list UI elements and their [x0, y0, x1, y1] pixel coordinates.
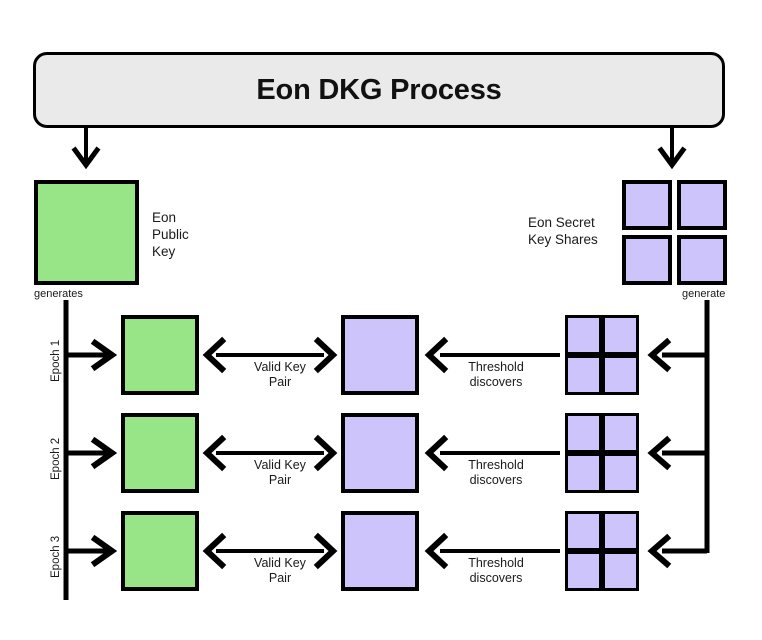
epoch-key-share-square	[565, 413, 602, 453]
epoch-1-connectors	[66, 336, 707, 374]
epoch-key-share-square	[565, 355, 602, 395]
eon-public-key-box	[34, 180, 139, 285]
epoch-key-share-square	[565, 551, 602, 591]
epoch-key-share-square	[602, 551, 639, 591]
epoch-key-share-square	[602, 355, 639, 395]
eon-secret-key-shares-grid	[622, 180, 727, 285]
secret-key-share-square	[622, 180, 672, 230]
eon-public-key-label: Eon Public Key	[152, 210, 189, 259]
secret-key-share-square	[677, 235, 727, 285]
epoch-key-share-square	[565, 453, 602, 493]
epoch-secret-key-box	[341, 315, 419, 395]
threshold-discovers-label: Threshold discovers	[468, 556, 524, 585]
epoch-key-share-square	[565, 511, 602, 551]
epoch-key-shares-grid	[565, 413, 639, 493]
epoch-key-share-square	[565, 315, 602, 355]
epoch-key-shares-grid	[565, 315, 639, 395]
valid-key-pair-label: Valid Key Pair	[254, 458, 306, 487]
generate-label: generate	[682, 288, 726, 300]
epoch-2-connectors	[66, 434, 707, 472]
epoch-key-share-square	[602, 315, 639, 355]
eon-secret-key-shares-label: Eon Secret Key Shares	[528, 215, 598, 247]
epoch-key-share-square	[602, 453, 639, 493]
epoch-public-key-box	[121, 315, 199, 395]
threshold-discovers-label: Threshold discovers	[468, 458, 524, 487]
epoch-key-shares-grid	[565, 511, 639, 591]
threshold-discovers-label: Threshold discovers	[468, 360, 524, 389]
epoch-public-key-box	[121, 413, 199, 493]
epoch-key-share-square	[602, 511, 639, 551]
valid-key-pair-label: Valid Key Pair	[254, 556, 306, 585]
generates-label: generates	[34, 288, 83, 300]
epoch-label-1: Epoch 1	[50, 339, 62, 382]
epoch-key-share-square	[602, 413, 639, 453]
epoch-public-key-box	[121, 511, 199, 591]
secret-key-share-square	[622, 235, 672, 285]
secret-key-share-square	[677, 180, 727, 230]
epoch-3-connectors	[66, 532, 707, 570]
epoch-secret-key-box	[341, 511, 419, 591]
arrow-banner-to-public-key	[71, 128, 101, 170]
epoch-secret-key-box	[341, 413, 419, 493]
epoch-label-2: Epoch 2	[50, 437, 62, 480]
diagram-title-banner: Eon DKG Process	[33, 52, 725, 128]
arrow-banner-to-secret-shares	[657, 128, 687, 170]
valid-key-pair-label: Valid Key Pair	[254, 360, 306, 389]
page-title: Eon DKG Process	[256, 73, 502, 106]
epoch-label-3: Epoch 3	[50, 535, 62, 578]
